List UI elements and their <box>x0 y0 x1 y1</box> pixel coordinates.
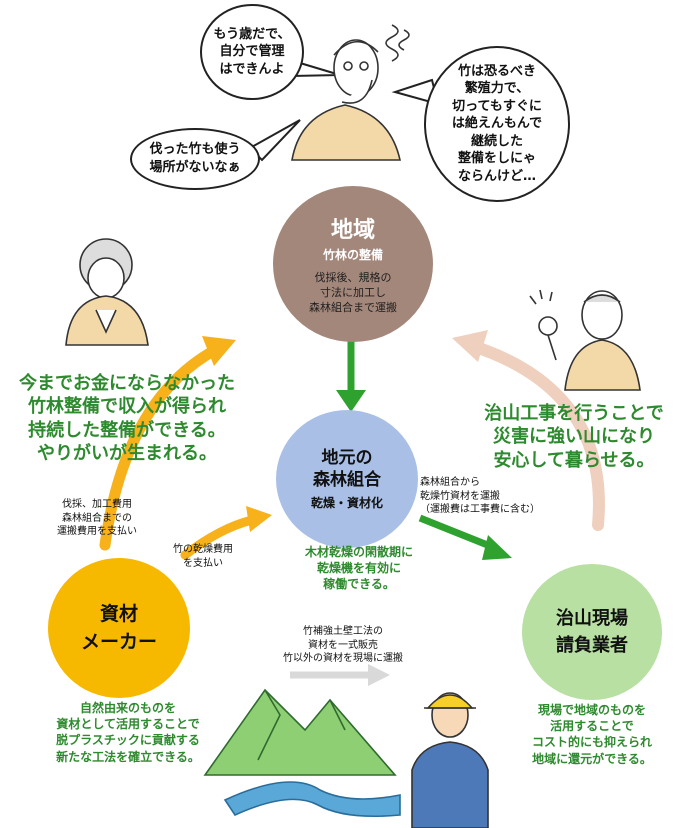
maker-note: 自然由来のものを 資材として活用することで 脱プラスチックに貢献する 新たな工法… <box>56 701 200 764</box>
region-title: 地域 <box>330 218 375 244</box>
region-node: 地域 竹林の整備 伐採後、規格の 寸法に加工し 森林組合まで運搬 <box>273 186 433 342</box>
arrow-contractor-to-region <box>464 339 605 531</box>
speech-bubble-left: 伐った竹も使う 場所がないなぁ <box>130 128 260 190</box>
speech-bubble-right: 竹は恐るべき 繁殖力で、 切ってもすぐに は絶えんもんで 継続した 整備をしにゃ… <box>424 46 570 202</box>
maker-title: 資材 メーカー <box>80 602 157 654</box>
region-description: 伐採後、規格の 寸法に加工し 森林組合まで運搬 <box>309 271 397 314</box>
arrow-contractor-to-region-head <box>452 330 488 362</box>
contractor-title: 治山現場 請負業者 <box>556 608 628 656</box>
contractor-note: 現場で地域のものを 活用することで コスト的にも抑えられ 地域に還元ができる。 <box>531 703 652 766</box>
speech-bubble-top-left: もう歳だで、 自分で管理 はできんよ <box>200 4 304 100</box>
arrow-maker-to-forestry-head <box>246 506 272 532</box>
speech-text: 伐った竹も使う 場所がないなぁ <box>149 142 241 175</box>
elderly-man-illustration <box>529 289 641 391</box>
arrow-maker-to-region <box>99 344 221 551</box>
speech-text: 竹は恐るべき 繁殖力で、 切ってもすぐに は絶えんもんで 継続した 整備をしにゃ… <box>451 63 543 184</box>
arrow-forestry-to-contractor <box>418 514 497 552</box>
arrow-region-to-forestry-head <box>336 390 366 412</box>
forestry-note: 木材乾燥の閑散期に 乾燥機を有効に 稼働できる。 <box>304 545 413 592</box>
arrow-maker-to-region-head <box>202 336 236 366</box>
benefit-right-text: 治山工事を行うことで 災害に強い山になり 安心して暮らせる。 <box>484 403 664 471</box>
flow-label-forestry-to-contractor: 森林組合から 乾燥竹資材を運搬 （運搬費は工事費に含む） <box>420 477 540 515</box>
elderly-woman-illustration <box>65 238 149 346</box>
thinking-man-illustration <box>291 24 410 161</box>
forestry-title: 地元の 森林組合 <box>313 447 381 490</box>
mountains-illustration <box>203 688 401 818</box>
speech-text: もう歳だで、 自分で管理 はできんよ <box>213 26 291 77</box>
maker-node: 資材 メーカー <box>48 558 190 698</box>
arrow-maker-to-forestry <box>180 515 257 560</box>
region-subtitle: 竹林の整備 <box>322 248 383 263</box>
flow-label-maker-to-contractor: 竹補強土壁工法の 資材を一式販売 竹以外の資材を現場に運搬 <box>283 626 403 664</box>
flow-label-maker-to-region: 伐採、加工費用 森林組合までの 運搬費用を支払い <box>57 499 137 537</box>
contractor-node: 治山現場 請負業者 <box>522 564 662 700</box>
arrow-forestry-to-contractor-head <box>482 535 512 560</box>
forestry-subtitle: 乾燥・資材化 <box>310 496 383 511</box>
worker-illustration <box>411 692 489 828</box>
flow-label-maker-to-forestry: 竹の乾燥費用 を支払い <box>173 544 233 569</box>
benefit-left-text: 今までお金にならなかった 竹林整備で収入が得られ 持続した整備ができる。 やりが… <box>19 373 235 465</box>
forestry-node: 地元の 森林組合 乾燥・資材化 <box>276 410 418 548</box>
arrow-maker-to-contractor-head <box>368 664 390 686</box>
